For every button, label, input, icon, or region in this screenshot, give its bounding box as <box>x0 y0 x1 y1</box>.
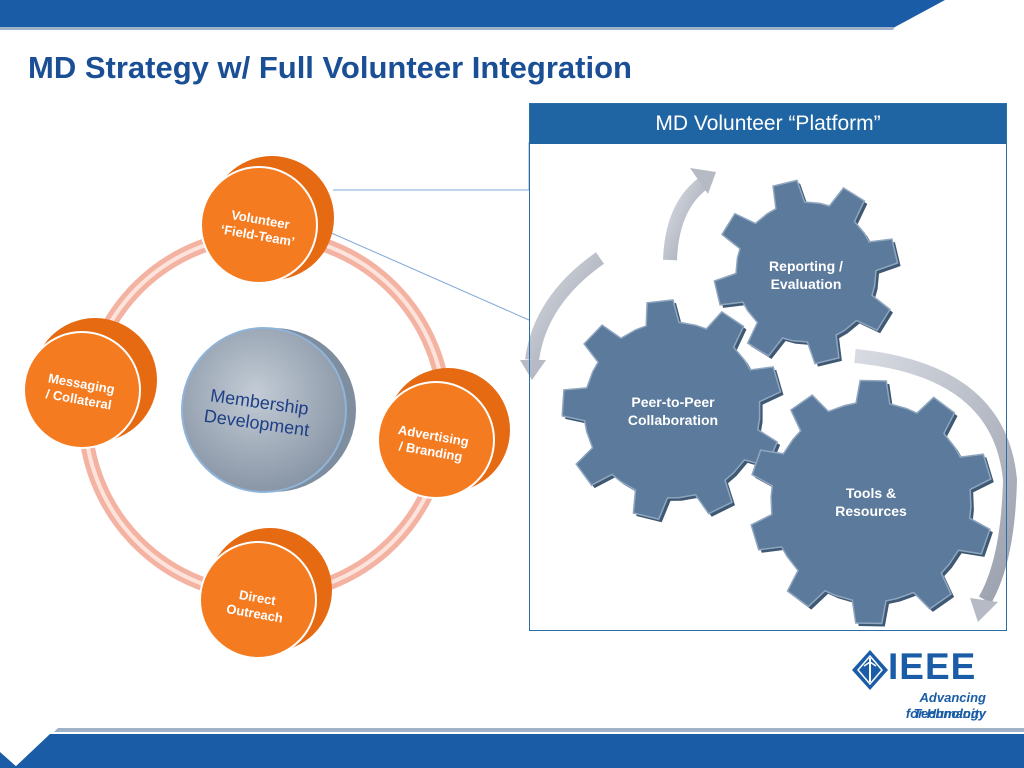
gear-label-tools: Tools & Resources <box>811 484 931 520</box>
logo-tagline-1: Advancing Technology <box>913 690 986 721</box>
page-title: MD Strategy w/ Full Volunteer Integratio… <box>28 50 632 85</box>
gear-reporting <box>713 179 899 365</box>
top-banner <box>0 0 945 30</box>
ieee-diamond-icon <box>852 650 888 690</box>
gear-label-line: Tools & <box>845 485 897 501</box>
gear-label-line: Evaluation <box>770 276 842 292</box>
gear-peer <box>561 299 782 521</box>
gear-label-peer: Peer-to-Peer Collaboration <box>603 393 743 429</box>
node-advertising <box>377 368 510 499</box>
logo-tagline-2: for Humanity <box>905 706 986 721</box>
ieee-logo: IEEE Advancing Technology for Humanity <box>850 646 990 726</box>
platform-title: MD Volunteer “Platform” <box>530 104 1006 144</box>
cycle-arrows <box>520 168 1018 622</box>
gear-label-reporting: Reporting / Evaluation <box>746 257 866 293</box>
center-circle <box>181 327 356 493</box>
bottom-banner <box>0 728 1024 768</box>
gear-layer <box>561 179 994 627</box>
gear-label-line: Resources <box>835 503 907 519</box>
logo-wordmark: IEEE <box>888 646 977 687</box>
gear-label-line: Reporting / <box>769 258 843 274</box>
connector-lines <box>319 142 530 321</box>
platform-panel: MD Volunteer “Platform” <box>529 103 1007 631</box>
gear-label-line: Collaboration <box>627 412 719 428</box>
node-messaging <box>23 318 157 449</box>
gear-tools <box>750 379 992 625</box>
gear-label-line: Peer-to-Peer <box>631 394 715 410</box>
node-direct <box>199 528 332 659</box>
node-volunteer <box>200 156 334 284</box>
